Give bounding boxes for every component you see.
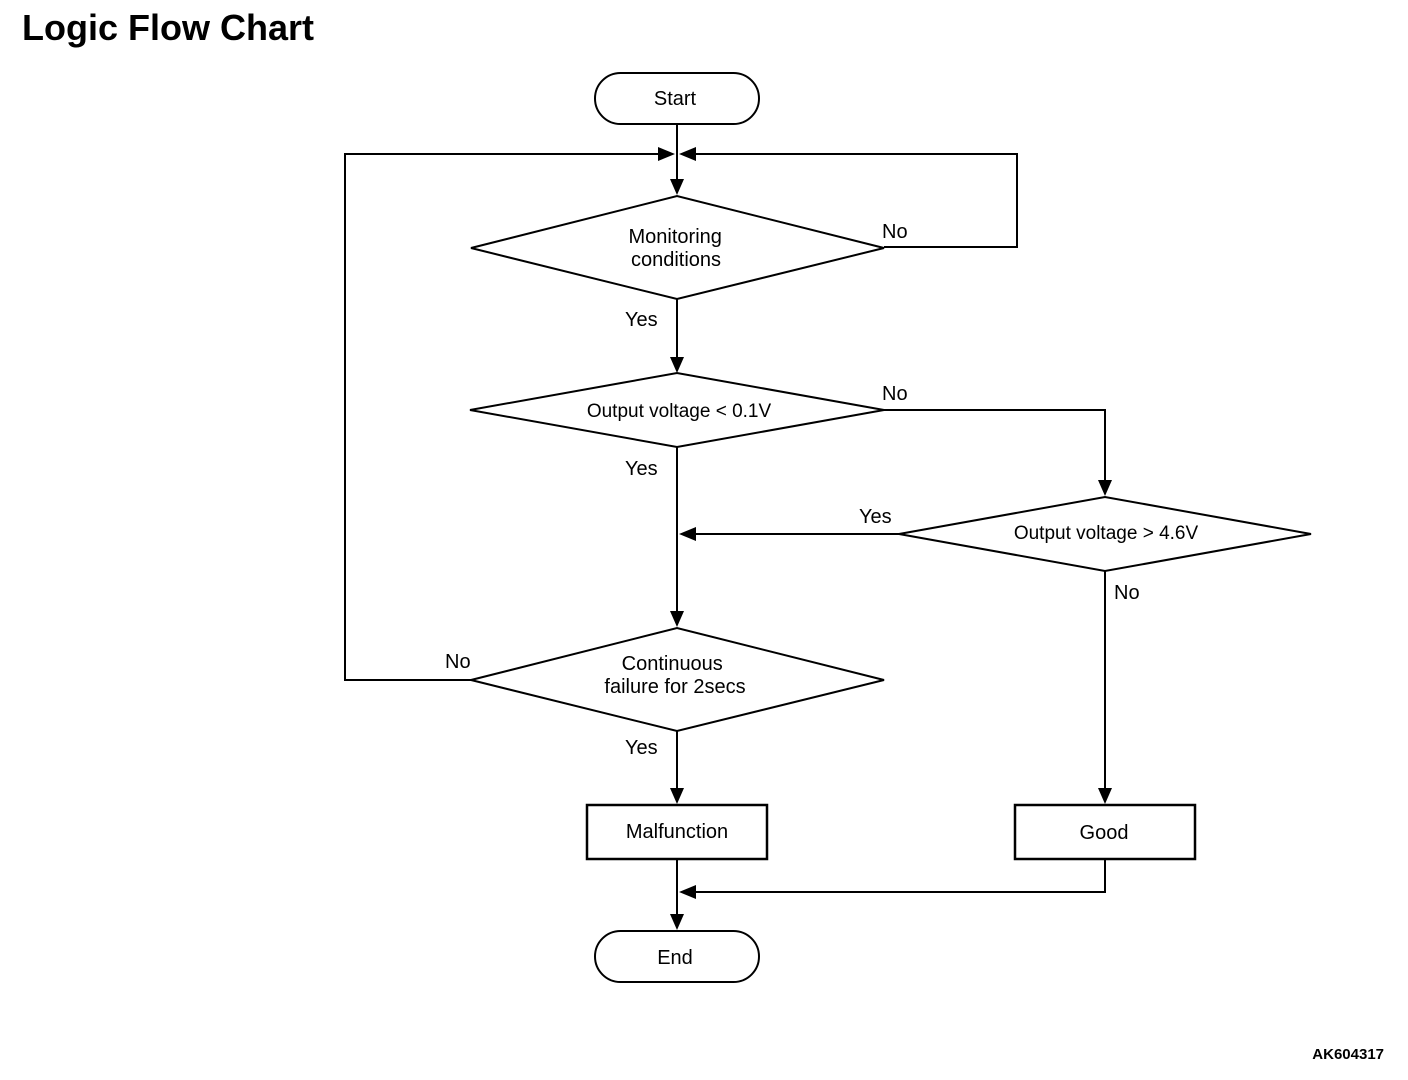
arrowhead: [670, 611, 684, 627]
connector-monitoring-no-loop: [695, 153, 1018, 248]
continuous-failure-decision: Continuous failure for 2secs: [470, 626, 885, 733]
arrowhead: [679, 527, 696, 541]
low-voltage-label: Output voltage < 0.1V: [587, 401, 772, 422]
good-label: Good: [1080, 822, 1129, 844]
connector-good-to-end: [695, 859, 1106, 893]
continuous-label: Continuous failure for 2secs: [604, 653, 745, 698]
start-terminator: Start: [594, 72, 760, 125]
arrowhead: [670, 179, 684, 195]
edge-label-monitoring-no: No: [882, 221, 908, 243]
arrowhead: [658, 147, 675, 161]
continuous-label-line-1: Continuous: [622, 653, 723, 675]
edge-label-high-yes: Yes: [859, 506, 892, 528]
arrowhead: [670, 357, 684, 373]
connector-continuous-no-loop: [344, 153, 659, 681]
good-box: Good: [1013, 803, 1197, 861]
arrowhead: [679, 885, 696, 899]
edge-label-high-no: No: [1114, 582, 1140, 604]
malfunction-box: Malfunction: [585, 803, 769, 861]
edge-label-continuous-no: No: [445, 651, 471, 673]
low-voltage-decision: Output voltage < 0.1V: [469, 371, 885, 449]
arrowhead: [1098, 480, 1112, 496]
arrowhead: [1098, 788, 1112, 804]
figure-id: AK604317: [1312, 1046, 1384, 1063]
page-title: Logic Flow Chart: [22, 7, 314, 48]
high-voltage-decision: Output voltage > 4.6V: [898, 495, 1312, 573]
connector-low-no: [884, 409, 1106, 481]
arrowhead: [670, 788, 684, 804]
edge-label-monitoring-yes: Yes: [625, 309, 658, 331]
start-label: Start: [654, 88, 697, 110]
monitoring-conditions-decision: Monitoring conditions: [470, 194, 885, 301]
arrowhead: [670, 914, 684, 930]
continuous-label-line-2: failure for 2secs: [604, 676, 745, 698]
monitoring-label-line-1: Monitoring: [629, 226, 722, 248]
edge-label-low-no: No: [882, 383, 908, 405]
edge-label-continuous-yes: Yes: [625, 737, 658, 759]
end-label: End: [657, 947, 693, 969]
malfunction-label: Malfunction: [626, 821, 728, 843]
monitoring-label-line-2: conditions: [631, 249, 721, 271]
arrowhead: [679, 147, 696, 161]
edge-label-low-yes: Yes: [625, 458, 658, 480]
monitoring-label: Monitoring conditions: [629, 226, 728, 271]
high-voltage-label: Output voltage > 4.6V: [1014, 523, 1199, 544]
end-terminator: End: [594, 930, 760, 983]
